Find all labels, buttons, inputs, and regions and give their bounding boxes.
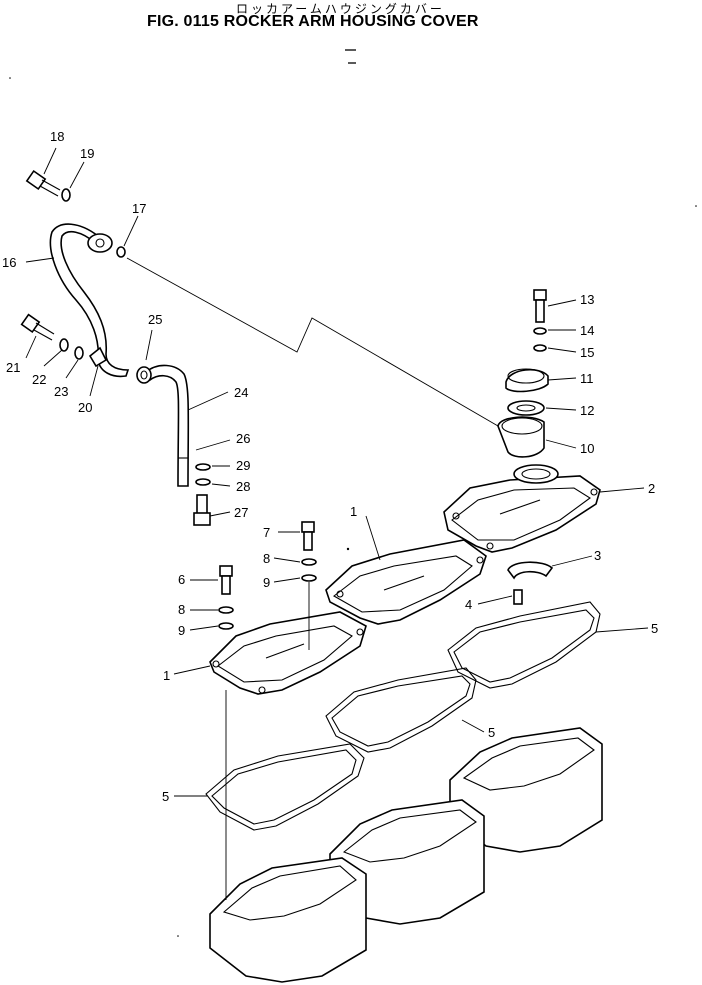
callout-17: 17 [132,201,146,216]
callout-1-upper: 1 [350,504,357,519]
elbow-10 [497,416,545,458]
breather-tube [49,223,130,378]
washer-22 [59,338,69,352]
gasket-5-left [205,743,365,831]
washer-9-lower [218,622,234,630]
washer-19 [61,188,71,202]
callout-29: 29 [236,458,250,473]
scan-specks [9,77,697,937]
washer-8-upper [301,558,317,566]
callout-4: 4 [465,597,472,612]
cap-11 [505,368,549,393]
callout-8-lower: 8 [178,602,185,617]
callout-9-upper: 9 [263,575,270,590]
callout-6: 6 [178,572,185,587]
callout-1-lower: 1 [163,668,170,683]
bolt-4 [513,589,523,605]
hose-24 [145,364,190,487]
washer-23 [74,346,84,360]
bolt-7 [301,521,315,551]
callout-14: 14 [580,323,594,338]
bolt-21 [20,313,55,341]
callout-26: 26 [236,431,250,446]
callout-11: 11 [580,371,594,386]
callout-16: 16 [2,255,16,270]
callout-labels: 1 1 2 3 4 5 5 5 6 7 8 8 9 9 10 11 12 13 … [2,129,658,804]
title-marks [345,49,356,64]
callout-12: 12 [580,403,594,418]
gasket-5-right [447,601,601,689]
callout-25: 25 [148,312,162,327]
callout-3: 3 [594,548,601,563]
callout-2: 2 [648,481,655,496]
callout-23: 23 [54,384,68,399]
clamp-25 [136,366,152,384]
japanese-title: ロッカアームハウジングカバー [236,2,445,16]
callout-24: 24 [234,385,248,400]
assembly-lines [225,582,310,900]
bolt-27 [193,494,211,526]
washer-28 [195,478,211,486]
callout-leaders [25,147,649,797]
callout-19: 19 [80,146,94,161]
callout-28: 28 [236,479,250,494]
washer-9-upper [301,574,317,582]
callout-9-lower: 9 [178,623,185,638]
callout-27: 27 [234,505,248,520]
callout-10: 10 [580,441,594,456]
housing-left [209,857,367,983]
callout-18: 18 [50,129,64,144]
o-ring-17 [116,246,126,258]
callout-7: 7 [263,525,270,540]
washer-29 [195,463,211,471]
gasket-5-middle [325,667,477,753]
cover-2 [443,464,601,553]
callout-5-left: 5 [162,789,169,804]
leader-17-to-10 [126,257,499,427]
washer-8-lower [218,606,234,614]
callout-20: 20 [78,400,92,415]
cover-1-upper [325,539,487,625]
washer-14 [533,327,547,335]
callout-13: 13 [580,292,594,307]
washer-15 [533,344,547,352]
gasket-12 [507,400,545,416]
figure-title: FIG. 0115 ROCKER ARM HOUSING COVER [147,13,479,30]
bracket-3 [507,561,554,580]
bolt-18 [25,169,61,197]
callout-5-middle: 5 [488,725,495,740]
callout-8-upper: 8 [263,551,270,566]
callout-22: 22 [32,372,46,387]
cover-1-lower [209,611,367,695]
bolt-6 [219,565,233,595]
bolt-13 [533,289,547,323]
callout-15: 15 [580,345,594,360]
callout-5-right: 5 [651,621,658,636]
callout-21: 21 [6,360,20,375]
